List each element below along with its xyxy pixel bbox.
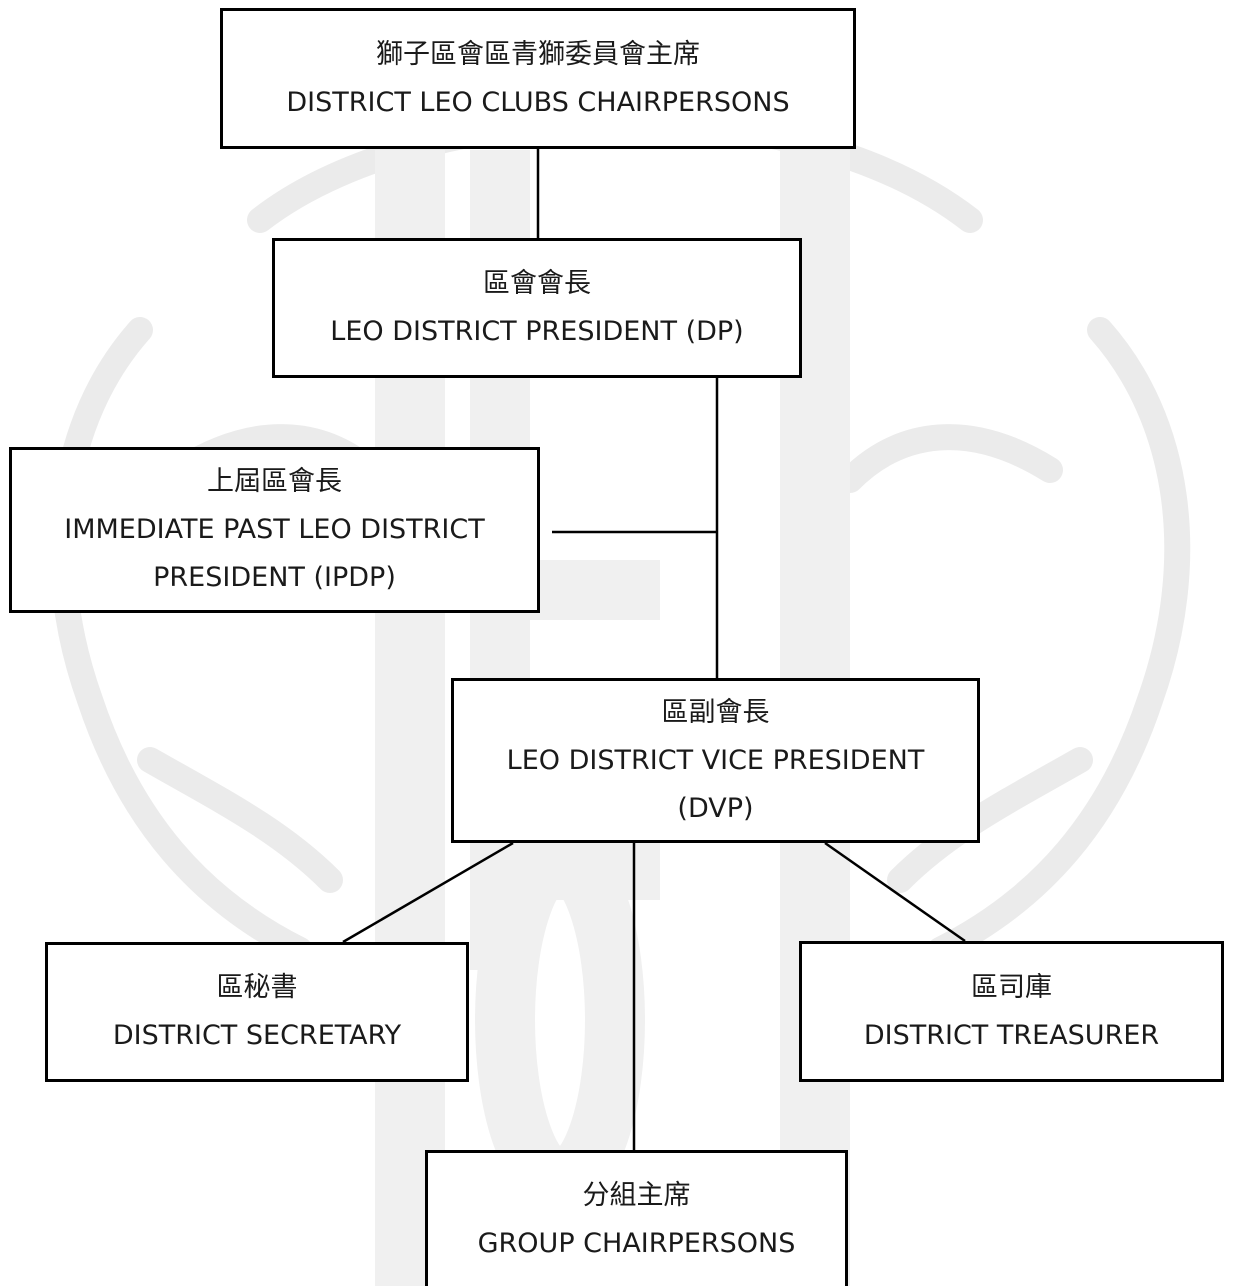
node-district-president: 區會會長 LEO DISTRICT PRESIDENT (DP) bbox=[272, 238, 802, 378]
node-group-chairpersons: 分組主席 GROUP CHAIRPERSONS bbox=[425, 1150, 848, 1286]
line-dvp-to-treasurer bbox=[824, 841, 966, 943]
node-title-zh: 區司庫 bbox=[971, 971, 1052, 1003]
node-title-zh: 上屆區會長 bbox=[207, 466, 342, 497]
node-title-zh: 區會會長 bbox=[483, 268, 591, 299]
node-title-en: GROUP CHAIRPERSONS bbox=[477, 1228, 796, 1259]
node-title-en: DISTRICT SECRETARY bbox=[112, 1020, 402, 1051]
node-title-en: DISTRICT TREASURER bbox=[863, 1019, 1160, 1051]
node-title-en: LEO DISTRICT VICE PRESIDENT (DVP) bbox=[506, 744, 925, 824]
node-title-en: IMMEDIATE PAST LEO DISTRICT PRESIDENT (I… bbox=[64, 514, 485, 593]
node-district-vice-president: 區副會長 LEO DISTRICT VICE PRESIDENT (DVP) bbox=[451, 678, 980, 843]
node-title-zh: 獅子區會區青獅委員會主席 bbox=[376, 38, 700, 70]
node-title-en: DISTRICT LEO CLUBS CHAIRPERSONS bbox=[286, 86, 790, 118]
node-district-treasurer: 區司庫 DISTRICT TREASURER bbox=[799, 941, 1224, 1082]
node-title-zh: 區副會長 bbox=[661, 696, 770, 728]
node-district-secretary: 區秘書 DISTRICT SECRETARY bbox=[45, 942, 469, 1082]
node-title-en: LEO DISTRICT PRESIDENT (DP) bbox=[330, 316, 744, 347]
node-leo-clubs-chairperson: 獅子區會區青獅委員會主席 DISTRICT LEO CLUBS CHAIRPER… bbox=[220, 8, 856, 149]
node-immediate-past-president: 上屆區會長 IMMEDIATE PAST LEO DISTRICT PRESID… bbox=[9, 447, 540, 613]
line-dvp-to-secretary bbox=[342, 841, 514, 944]
node-title-zh: 區秘書 bbox=[216, 972, 298, 1003]
node-title-zh: 分組主席 bbox=[582, 1180, 691, 1211]
